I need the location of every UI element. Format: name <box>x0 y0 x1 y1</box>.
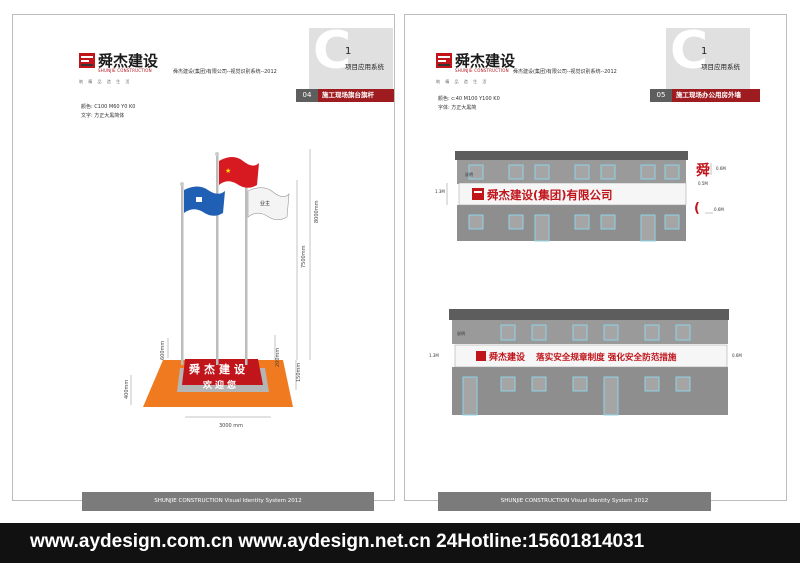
section-letter: C <box>670 21 709 81</box>
dim-200: 200mm <box>275 348 281 367</box>
section-title: 项目应用系统 <box>345 63 384 71</box>
left-page: 舜杰建设 SHUNJIE CONSTRUCTION 筑 精 品 造 生 活 舜杰… <box>12 14 395 511</box>
right-page: 舜杰建设 SHUNJIE CONSTRUCTION 筑 精 品 造 生 活 舜杰… <box>404 14 787 511</box>
pole-center <box>216 155 219 365</box>
company-logo: 舜杰建设 SHUNJIE CONSTRUCTION 筑 精 品 造 生 活 <box>79 52 159 89</box>
page-number: 04 <box>296 89 318 102</box>
page-title-bar: 施工现场旗台旗杆 <box>318 89 394 102</box>
spec-font: 字体: 方正大黑简 <box>438 105 477 111</box>
logo-brand-cn: 舜杰建设 <box>455 52 516 70</box>
podium-line1: 舜杰建设 <box>189 362 249 376</box>
page-footer: SHUNJIE CONSTRUCTION Visual Identity Sys… <box>82 492 374 511</box>
dim-8000: 8000mm <box>314 200 320 223</box>
header-subtitle: 舜杰建设(集团)有限公司--视觉识别系统--2012 <box>173 69 277 75</box>
sign-board-1 <box>458 182 687 206</box>
section-title: 项目应用系统 <box>701 63 740 71</box>
page-title-bar: 施工现场办公用房外墙 <box>672 89 760 102</box>
header-subtitle: 舜杰建设(集团)有限公司--视觉识别系统--2012 <box>513 69 617 75</box>
company-logo: 舜杰建设 SHUNJIE CONSTRUCTION 筑 精 品 造 生 活 <box>436 52 516 89</box>
watermark-bar <box>0 523 800 563</box>
podium-sign <box>182 359 263 385</box>
dim-a: 1.3M <box>435 189 445 194</box>
podium-line2: 欢迎您 <box>202 379 239 391</box>
svg-text:1.3M: 1.3M <box>429 353 439 358</box>
svg-text:说明: 说明 <box>457 330 465 336</box>
pole-left <box>181 185 184 365</box>
section-number: 1 <box>701 46 708 57</box>
page-number: 05 <box>650 89 672 102</box>
owner-flag-label: 业主 <box>260 200 270 207</box>
dim-7500: 7500mm <box>301 245 307 268</box>
section-number: 1 <box>345 46 352 57</box>
detail-char: 舜 <box>696 162 710 179</box>
logo-brand-cn: 舜杰建设 <box>98 52 159 70</box>
sign-detail: 舜 0.6M 0.5M ( 0.6M <box>694 162 726 216</box>
dim-400: 400mm <box>124 380 130 399</box>
detail-bracket: ( <box>694 201 700 216</box>
company-flag <box>184 186 225 216</box>
dim-3000: 3000 mm <box>219 423 243 429</box>
sign-board-2 <box>454 344 728 368</box>
building-bottom: 舜杰建设 落实安全规章制度 强化安全防范措施 说明 1.3M 0.6M <box>429 309 742 416</box>
logo-brand-en: SHUNJIE CONSTRUCTION <box>98 68 152 73</box>
spec-font: 文字: 方正大黑简体 <box>81 113 125 119</box>
logo-tagline: 筑 精 品 造 生 活 <box>79 79 132 84</box>
spec-color: 颜色: C100 M60 Y0 K0 <box>81 104 136 110</box>
svg-text:★: ★ <box>225 167 231 175</box>
dim-600: 600mm <box>160 341 166 360</box>
dim-d: 0.6M <box>714 207 724 212</box>
logo-tagline: 筑 精 品 造 生 活 <box>436 79 489 84</box>
section-tab <box>309 28 393 89</box>
logo-mark-icon <box>79 53 95 68</box>
sign2-brand: 舜杰建设 <box>489 351 526 363</box>
section-letter: C <box>313 21 352 81</box>
pole-right <box>245 185 248 365</box>
dim-b: 0.6M <box>716 166 726 171</box>
national-flag <box>219 157 259 188</box>
logo-mark-icon <box>436 53 452 68</box>
page-footer: SHUNJIE CONSTRUCTION Visual Identity Sys… <box>438 492 711 511</box>
owner-flag <box>247 187 290 221</box>
building-top: 舜杰建设(集团)有限公司 说明 1.3M <box>435 151 688 242</box>
dim-150: 150mm <box>296 363 302 382</box>
sign2-slogan: 落实安全规章制度 强化安全防范措施 <box>536 351 677 363</box>
label-small: 说明 <box>465 171 473 177</box>
spec-color: 颜色: c:40 M100 Y100 K0 <box>438 96 500 102</box>
watermark-text: www.aydesign.com.cn www.aydesign.net.cn … <box>30 531 645 552</box>
office-building-illustration: 舜杰建设(集团)有限公司 说明 1.3M 舜 0.6M 0.5M ( 0.6M <box>429 151 742 416</box>
sign1-text: 舜杰建设(集团)有限公司 <box>487 188 613 202</box>
svg-text:0.6M: 0.6M <box>732 353 742 358</box>
logo-brand-en: SHUNJIE CONSTRUCTION <box>455 68 509 73</box>
flagpole-illustration: 舜杰建设 欢迎您 ★ 业主 8000mm 7500mm 600mm 200mm … <box>124 149 320 429</box>
section-tab <box>666 28 750 89</box>
dim-c: 0.5M <box>698 181 708 186</box>
